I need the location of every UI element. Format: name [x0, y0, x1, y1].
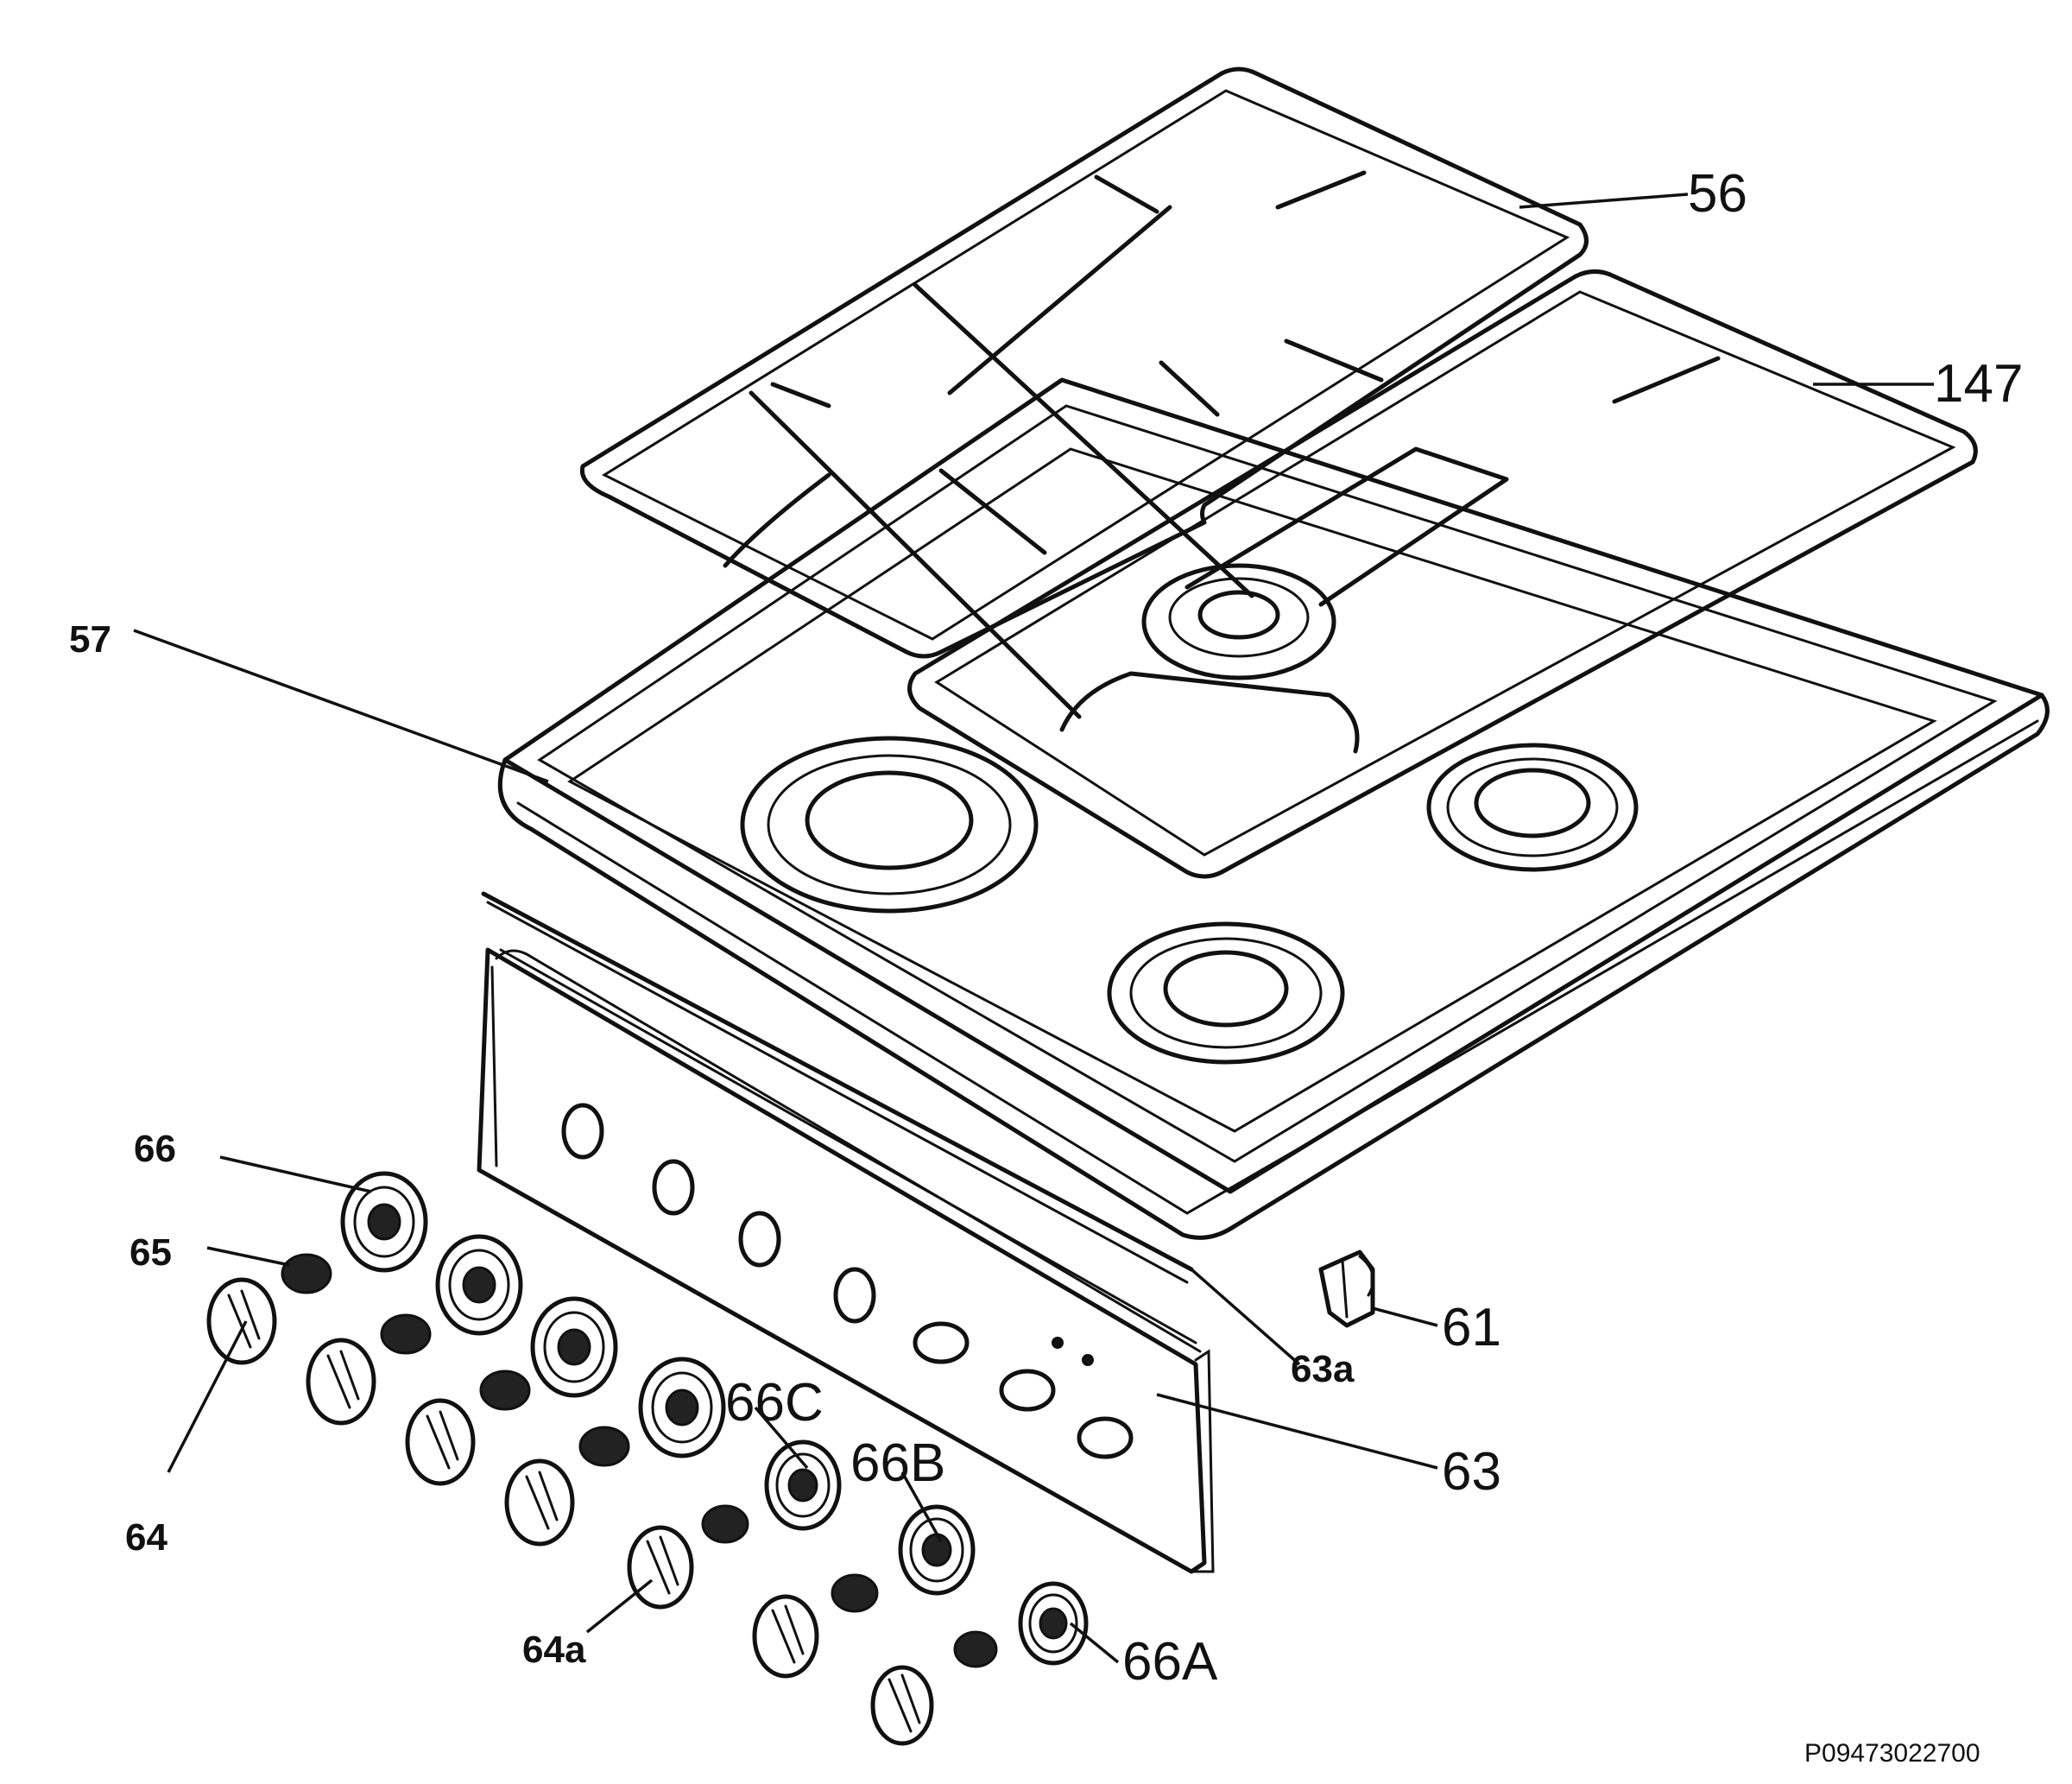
- label-57: 57: [69, 618, 111, 661]
- control-knob: [870, 1665, 934, 1746]
- leader-63: [1156, 1393, 1438, 1470]
- label-66a: 66A: [1122, 1632, 1218, 1692]
- label-63: 63: [1442, 1442, 1501, 1502]
- control-knob: [504, 1458, 575, 1547]
- burner-center: [1141, 563, 1336, 680]
- label-56: 56: [1688, 164, 1747, 224]
- knob-bezel: [530, 1296, 618, 1398]
- label-66: 66: [134, 1128, 176, 1170]
- control-knob: [752, 1594, 819, 1679]
- control-panel: [477, 947, 1215, 1574]
- knob-bezel: [340, 1171, 428, 1273]
- burner-front: [1107, 921, 1345, 1065]
- knob-spring: [281, 1253, 332, 1294]
- trim-strip: [481, 891, 1194, 1284]
- leader-64: [167, 1320, 248, 1473]
- burner-left: [740, 736, 1039, 914]
- bracket: [1318, 1249, 1375, 1328]
- label-61: 61: [1442, 1298, 1501, 1357]
- leader-66b: [900, 1471, 943, 1542]
- knob-bezel: [898, 1504, 976, 1596]
- leader-66c: [754, 1406, 809, 1470]
- burner-right: [1426, 743, 1639, 872]
- leader-65: [206, 1246, 290, 1267]
- label-64a: 64a: [522, 1629, 586, 1671]
- knob-bezel: [1018, 1581, 1089, 1666]
- label-64: 64: [125, 1516, 167, 1559]
- label-66b: 66B: [850, 1433, 945, 1493]
- label-66c: 66C: [725, 1373, 824, 1433]
- part-labels: 56 147 57 66 65 64 66C 66B 66A 64a 63 63…: [69, 164, 2023, 1692]
- pan-support-left: [579, 66, 1589, 719]
- control-knob: [306, 1338, 376, 1426]
- knob-bezel: [435, 1234, 523, 1336]
- drawing-id: P09473022700: [1804, 1739, 1980, 1768]
- knob-spring: [701, 1504, 749, 1544]
- label-65: 65: [130, 1231, 172, 1274]
- leader-lines: [133, 193, 1934, 1664]
- leader-64a: [585, 1578, 654, 1634]
- label-63a: 63a: [1291, 1348, 1355, 1390]
- knob-spring: [479, 1370, 531, 1411]
- knob-spring: [380, 1313, 432, 1355]
- knob-spring: [578, 1426, 630, 1467]
- control-knob: [405, 1398, 476, 1486]
- leader-66: [219, 1155, 372, 1193]
- leader-57: [133, 629, 549, 783]
- control-knob: [627, 1525, 694, 1610]
- knob-bezel: [638, 1357, 726, 1458]
- knob-spring: [953, 1630, 998, 1668]
- leader-66a: [1069, 1622, 1120, 1664]
- leader-61: [1372, 1306, 1438, 1327]
- knob-spring: [831, 1573, 879, 1613]
- hob-top: [497, 377, 2050, 1240]
- label-147: 147: [1934, 354, 2023, 414]
- pan-support-right: [907, 269, 1978, 879]
- leader-56: [1519, 193, 1689, 209]
- control-knob: [206, 1277, 277, 1365]
- knob-bezel: [764, 1439, 842, 1531]
- leader-63a: [1190, 1268, 1301, 1366]
- knob-assemblies: [206, 1171, 1089, 1746]
